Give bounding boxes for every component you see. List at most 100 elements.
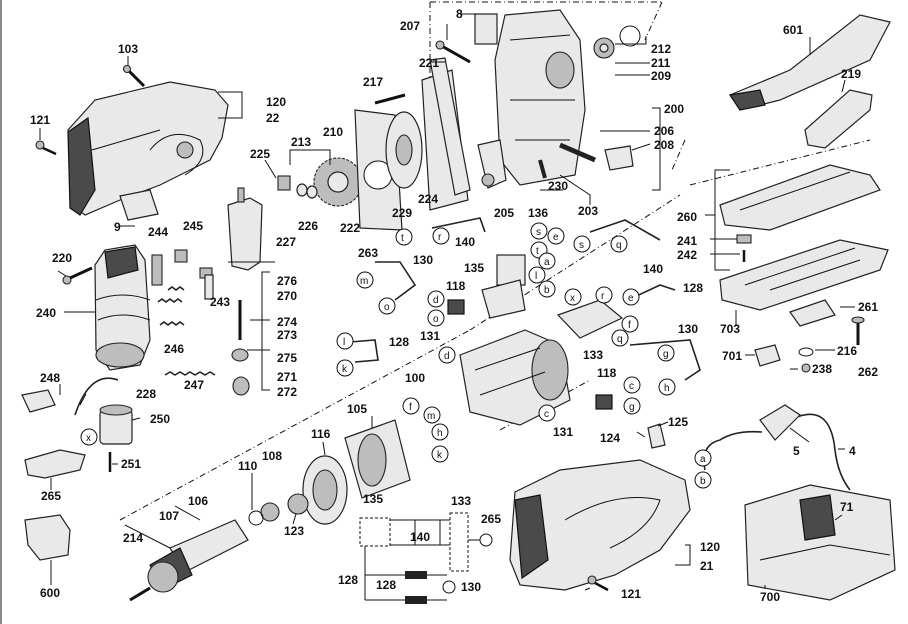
- field-housing-100: [459, 329, 571, 426]
- label-71: 71: [840, 500, 854, 514]
- label-128-right: 128: [683, 281, 703, 295]
- letter-c2: c: [544, 409, 549, 420]
- label-105: 105: [347, 402, 367, 416]
- letter-x1: x: [570, 293, 575, 304]
- letter-d2: d: [444, 351, 450, 362]
- letter-h1: h: [664, 383, 670, 394]
- bracket-265: [24, 449, 86, 479]
- letter-c1: c: [629, 381, 634, 392]
- label-213: 213: [291, 135, 311, 149]
- part-241: [736, 234, 752, 244]
- label-224: 224: [418, 192, 438, 206]
- label-226: 226: [298, 219, 318, 233]
- label-131-top: 131: [420, 329, 440, 343]
- screw-262: [851, 316, 865, 345]
- label-121: 121: [30, 113, 50, 127]
- letter-g2: g: [629, 402, 635, 413]
- label-121-handle: 121: [621, 587, 641, 601]
- label-265: 265: [41, 489, 61, 503]
- label-222: 222: [340, 221, 360, 235]
- label-4: 4: [849, 444, 856, 458]
- leader-lines: [39, 13, 855, 591]
- label-123: 123: [284, 524, 304, 538]
- letter-q2: q: [617, 334, 623, 345]
- label-216: 216: [837, 344, 857, 358]
- field-105: [344, 419, 411, 499]
- wire-140-top: [431, 217, 486, 233]
- wire-128-left: [349, 339, 379, 363]
- letter-e2: e: [628, 293, 634, 304]
- wiring-schematic: [359, 512, 493, 604]
- cord-4: [703, 404, 851, 491]
- sticker-9: [119, 189, 159, 221]
- label-241: 241: [677, 234, 697, 248]
- bearing-plate-221: [429, 57, 471, 196]
- switch-135: [481, 254, 526, 319]
- carry-case-700: [744, 484, 896, 601]
- clip-701: [754, 344, 781, 367]
- label-251: 251: [121, 457, 141, 471]
- label-9: 9: [114, 220, 121, 234]
- label-700: 700: [760, 590, 780, 604]
- connection-markers: t r s e t s q a l b m o d o x r e f q l …: [80, 222, 712, 489]
- label-140-top: 140: [455, 235, 475, 249]
- label-206: 206: [654, 124, 674, 138]
- ring-212: [619, 25, 641, 47]
- label-103: 103: [118, 42, 138, 56]
- label-271: 271: [277, 370, 297, 384]
- clip-245: [174, 249, 213, 279]
- label-238: 238: [812, 362, 832, 376]
- label-225: 225: [250, 147, 270, 161]
- letter-l2: l: [343, 337, 345, 348]
- bearing-108: [260, 502, 280, 522]
- label-135-schematic: 135: [363, 492, 383, 506]
- washer-216: [798, 347, 814, 357]
- part-number-labels: 103 121 120 22 9 220 244 245 240 243 246…: [30, 7, 878, 604]
- letter-r2: r: [601, 291, 605, 302]
- label-275: 275: [277, 351, 297, 365]
- label-130-right: 130: [678, 322, 698, 336]
- clip-600: [24, 514, 71, 561]
- screw-121: [35, 140, 57, 156]
- screw-103: [122, 64, 146, 88]
- baffle-116: [302, 455, 348, 525]
- label-220: 220: [52, 251, 72, 265]
- plug-207: [435, 40, 471, 64]
- label-703: 703: [720, 322, 740, 336]
- wire-140-right: [589, 219, 661, 241]
- letter-b2: b: [700, 476, 706, 487]
- terminal-118-top: [447, 299, 465, 315]
- letter-b1: b: [544, 285, 550, 296]
- label-140-schematic: 140: [410, 530, 430, 544]
- letter-l1: l: [535, 271, 537, 282]
- label-244: 244: [148, 225, 168, 239]
- label-208: 208: [654, 138, 674, 152]
- label-140-right: 140: [643, 262, 663, 276]
- label-21: 21: [700, 559, 714, 573]
- letter-a2: a: [700, 454, 706, 465]
- label-250: 250: [150, 412, 170, 426]
- label-136: 136: [528, 206, 548, 220]
- label-211: 211: [651, 56, 671, 70]
- label-210: 210: [323, 125, 343, 139]
- motor-housing-240: [94, 244, 151, 371]
- label-265-schematic: 265: [481, 512, 501, 526]
- wire-228: [74, 377, 119, 416]
- washer-110: [248, 510, 264, 526]
- label-130-top: 130: [413, 253, 433, 267]
- label-246: 246: [164, 342, 184, 356]
- label-247: 247: [184, 378, 204, 392]
- label-272: 272: [277, 385, 297, 399]
- label-135: 135: [464, 261, 484, 275]
- label-118-top: 118: [446, 279, 466, 293]
- upper-housing-cover: [67, 81, 229, 216]
- plunger-assembly-270: [227, 187, 275, 396]
- letter-r1: r: [438, 232, 442, 243]
- label-701: 701: [722, 349, 742, 363]
- label-120: 120: [266, 95, 286, 109]
- armature-106: [129, 519, 249, 602]
- label-260: 260: [677, 210, 697, 224]
- sticker-8: [474, 13, 498, 45]
- label-270: 270: [277, 289, 297, 303]
- letter-s2: s: [579, 240, 584, 251]
